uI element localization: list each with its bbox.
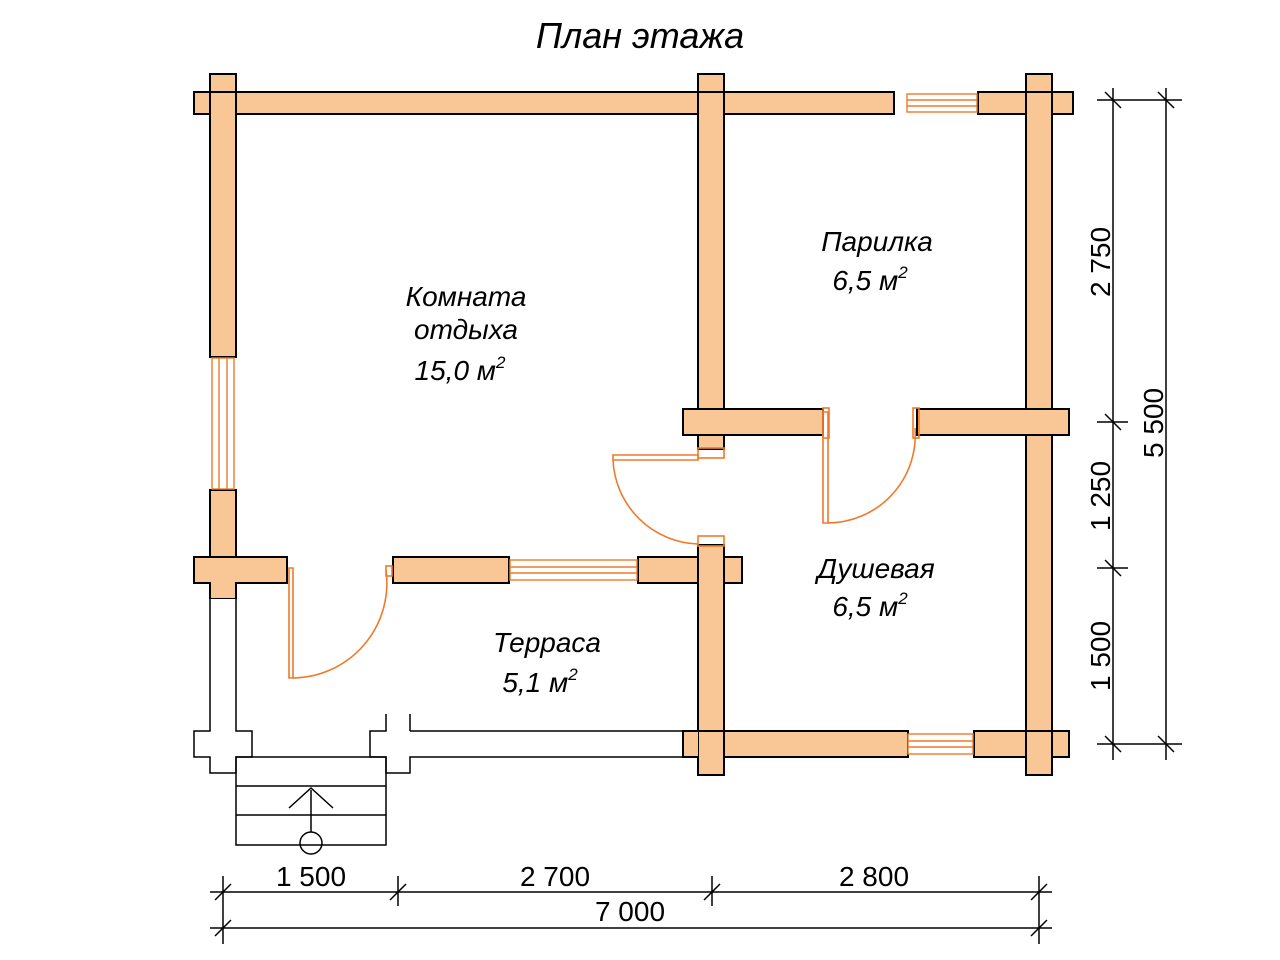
room-shower-name: Душевая <box>814 553 934 584</box>
wall-left-upper <box>209 91 237 358</box>
entrance-steps <box>235 756 387 855</box>
bottom-dimensions: 1 500 2 700 2 800 7 000 <box>210 861 1052 944</box>
dim-bottom-1: 1 500 <box>276 861 346 892</box>
room-rest-name-2: отдыха <box>414 314 518 345</box>
room-terrace-name: Терраса <box>493 627 601 658</box>
room-terrace-area: 5,1 м2 <box>502 665 578 698</box>
wall-terrace-top-mid <box>392 556 510 584</box>
dim-right-1: 2 750 <box>1085 227 1116 297</box>
dim-bottom-total: 7 000 <box>595 896 665 927</box>
windows <box>211 93 978 755</box>
room-shower-area: 6,5 м2 <box>832 589 908 622</box>
plan-title: План этажа <box>536 15 744 56</box>
wall-terrace-top-right <box>637 556 743 584</box>
dim-right-3: 1 500 <box>1085 621 1116 691</box>
walls <box>193 73 1074 776</box>
dim-bottom-3: 2 800 <box>839 861 909 892</box>
dim-right-total: 5 500 <box>1138 388 1169 458</box>
terrace-railing <box>193 598 683 774</box>
wall-middle-upper <box>697 91 725 450</box>
dim-bottom-2: 2 700 <box>520 861 590 892</box>
room-labels: Комната отдыха 15,0 м2 Парилка 6,5 м2 Ду… <box>406 226 935 698</box>
room-rest-area: 15,0 м2 <box>415 353 506 386</box>
room-sauna-area: 6,5 м2 <box>832 263 908 296</box>
wall-bottom-right <box>973 730 1070 758</box>
room-rest-name-1: Комната <box>406 281 527 312</box>
wall-terrace-top-left <box>193 556 288 584</box>
doors <box>288 407 920 679</box>
dim-right-2: 1 250 <box>1085 461 1116 531</box>
right-dimensions: 2 750 1 250 1 500 5 500 <box>1085 88 1182 760</box>
room-sauna-name: Парилка <box>821 226 933 257</box>
wall-top-left <box>193 91 895 115</box>
